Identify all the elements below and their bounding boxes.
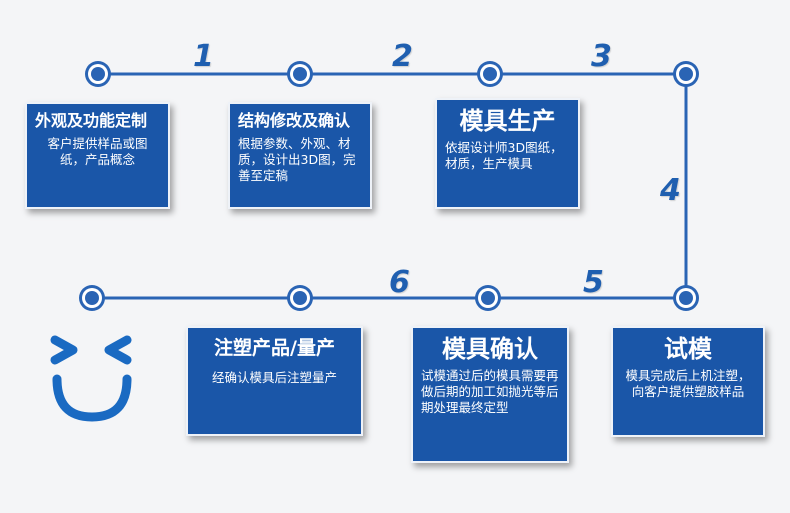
left-eye-icon — [50, 335, 78, 365]
step-description: 根据参数、外观、材质，设计出3D图，完善至定稿 — [238, 136, 356, 183]
step-title: 试模 — [664, 335, 712, 363]
step-description: 依据设计师3D图纸，材质，生产模具 — [445, 140, 563, 171]
flow-node-4 — [673, 61, 699, 87]
step-title: 模具生产 — [459, 107, 556, 135]
step-number-2: 2 — [392, 39, 413, 74]
step-description: 模具完成后上机注塑，向客户提供塑胶样品 — [625, 368, 751, 399]
step-number-6: 6 — [389, 265, 410, 300]
step-card-mold-confirmation: 模具确认 试模通过后的模具需要再做后期的加工如抛光等后期处理最终定型 — [411, 326, 569, 463]
step-number-1: 1 — [193, 39, 214, 74]
flow-nodes — [79, 61, 699, 311]
step-number-3: 3 — [591, 39, 612, 74]
step-number-5: 5 — [583, 265, 604, 300]
step-title: 结构修改及确认 — [238, 111, 351, 130]
flow-node-3 — [477, 61, 503, 87]
step-card-structure-revision: 结构修改及确认 根据参数、外观、材质，设计出3D图，完善至定稿 — [228, 102, 372, 209]
step-title: 模具确认 — [442, 335, 538, 363]
flow-node-1 — [85, 61, 111, 87]
right-eye-icon — [104, 335, 132, 365]
smiley-face-icon — [50, 335, 132, 422]
step-description: 客户提供样品或图纸，产品概念 — [47, 136, 148, 167]
step-title: 注塑产品/量产 — [214, 337, 335, 359]
step-card-custom-design: 外观及功能定制 客户提供样品或图纸，产品概念 — [25, 102, 170, 209]
flow-node-2 — [287, 61, 313, 87]
step-card-mass-production: 注塑产品/量产 经确认模具后注塑量产 — [186, 326, 363, 436]
flow-connector-line — [92, 72, 688, 300]
flow-node-6 — [475, 285, 501, 311]
flow-node-8 — [79, 285, 105, 311]
step-card-mold-production: 模具生产 依据设计师3D图纸，材质，生产模具 — [435, 98, 580, 209]
step-number-4: 4 — [660, 173, 681, 208]
step-title: 外观及功能定制 — [35, 111, 148, 130]
flow-node-5 — [673, 285, 699, 311]
smile-icon — [52, 374, 132, 422]
flow-node-7 — [287, 285, 313, 311]
step-description: 经确认模具后注塑量产 — [211, 370, 337, 385]
step-card-mold-trial: 试模 模具完成后上机注塑，向客户提供塑胶样品 — [611, 326, 765, 437]
step-description: 试模通过后的模具需要再做后期的加工如抛光等后期处理最终定型 — [421, 368, 559, 415]
